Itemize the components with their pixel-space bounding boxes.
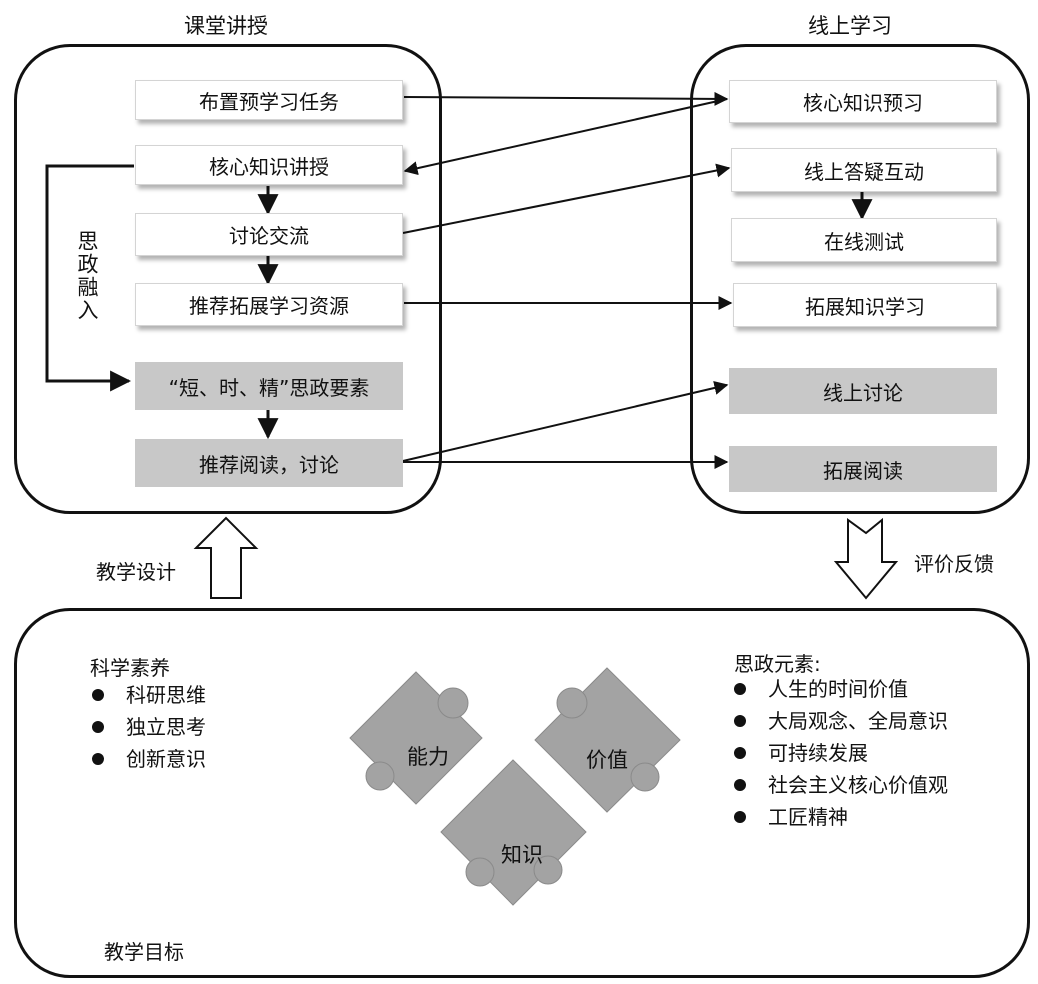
bullet-icon <box>734 683 746 695</box>
online-title: 线上学习 <box>808 14 892 38</box>
classroom-box-recommend-resources: 推荐拓展学习资源 <box>135 283 403 326</box>
arrow-online-discussion <box>402 381 729 462</box>
online-box-extend-knowledge: 拓展知识学习 <box>733 283 997 327</box>
bullet-icon <box>734 779 746 791</box>
teaching-design-label: 教学设计 <box>96 560 176 584</box>
ideology-elements-heading: 思政元素: <box>734 652 821 676</box>
science-literacy-list: 科研思维 独立思考 创新意识 <box>92 679 206 775</box>
list-item: 独立思考 <box>92 711 206 743</box>
classroom-box-assign-prestudy: 布置预学习任务 <box>135 80 403 120</box>
puzzle-label-ability: 能力 <box>407 745 449 769</box>
online-box-core-preview: 核心知识预习 <box>729 80 997 123</box>
list-item: 可持续发展 <box>734 737 948 769</box>
bullet-icon <box>92 721 104 733</box>
bullet-icon <box>92 753 104 765</box>
ideology-elements-list: 人生的时间价值 大局观念、全局意识 可持续发展 社会主义核心价值观 工匠精神 <box>734 673 948 833</box>
science-literacy-heading: 科学素养 <box>90 656 170 680</box>
list-item: 大局观念、全局意识 <box>734 705 948 737</box>
bullet-icon <box>92 689 104 701</box>
arrow-core-back <box>403 98 728 176</box>
bullet-icon <box>734 715 746 727</box>
puzzle-label-knowledge: 知识 <box>501 843 543 867</box>
arrow-preview <box>403 91 729 106</box>
puzzle-graphic: 能力 价值 知识 <box>349 667 681 906</box>
classroom-title: 课堂讲授 <box>184 14 268 38</box>
list-item: 人生的时间价值 <box>734 673 948 705</box>
puzzle-label-value: 价值 <box>586 748 628 772</box>
evaluation-feedback-label: 评价反馈 <box>914 552 994 576</box>
teaching-goals-label: 教学目标 <box>104 940 184 964</box>
bullet-icon <box>734 747 746 759</box>
online-box-online-test: 在线测试 <box>731 218 997 262</box>
classroom-box-discussion: 讨论交流 <box>135 213 403 256</box>
list-item: 创新意识 <box>92 743 206 775</box>
classroom-box-recommend-reading: 推荐阅读，讨论 <box>135 439 403 487</box>
list-item: 工匠精神 <box>734 801 948 833</box>
online-panel <box>690 44 1030 514</box>
list-item: 科研思维 <box>92 679 206 711</box>
bullet-icon <box>734 811 746 823</box>
ideology-bracket <box>45 164 134 392</box>
classroom-box-core-teaching: 核心知识讲授 <box>135 145 403 185</box>
ideology-integration-label: 思政融入 <box>75 230 99 322</box>
design-up-arrow <box>193 516 259 599</box>
online-box-online-discussion: 线上讨论 <box>729 368 997 414</box>
list-item: 社会主义核心价值观 <box>734 769 948 801</box>
goals-panel <box>14 608 1030 978</box>
online-box-qa-interaction: 线上答疑互动 <box>731 148 997 192</box>
arrow-discussion-qa <box>402 163 731 234</box>
classroom-panel <box>14 44 442 514</box>
puzzle-piece-knowledge <box>440 759 587 906</box>
online-box-extend-reading: 拓展阅读 <box>729 446 997 492</box>
classroom-box-ideology-elements: “短、时、精”思政要素 <box>135 362 403 410</box>
feedback-down-arrow <box>833 517 899 600</box>
puzzle-piece-value <box>534 667 681 813</box>
